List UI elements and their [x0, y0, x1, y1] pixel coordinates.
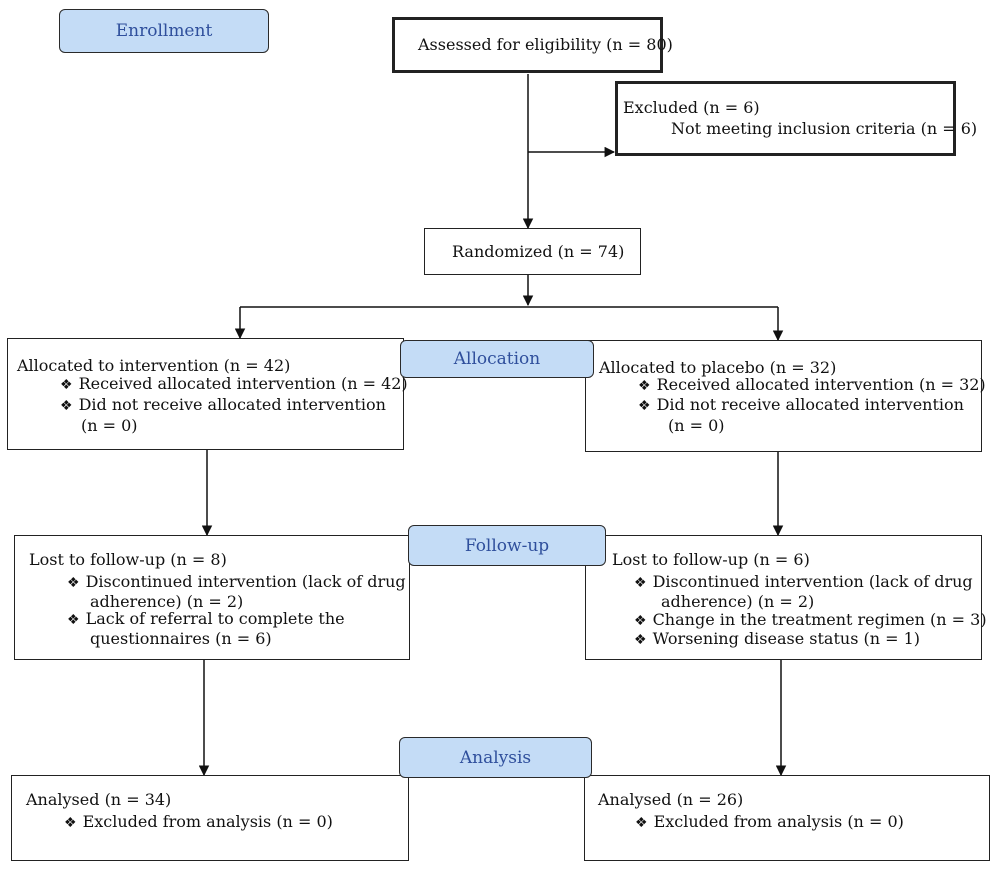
intervention-analysis-box: Analysed (n = 34) Excluded from analysis… — [11, 775, 409, 861]
assessed-box: Assessed for eligibility (n = 80) — [392, 17, 673, 73]
randomized-box: Randomized (n = 74) — [424, 228, 641, 275]
placebo-analysed-text: Analysed (n = 26) — [598, 790, 744, 809]
intervention-received-item: Received allocated intervention (n = 42) — [60, 374, 408, 395]
stage-enrollment: Enrollment — [59, 9, 269, 53]
placebo-analysis-box: Analysed (n = 26) Excluded from analysis… — [584, 775, 990, 861]
intervention-lost-text: Lost to follow-up (n = 8) — [29, 550, 227, 569]
placebo-lost-reason-1: Discontinued intervention (lack of drug — [634, 572, 973, 593]
intervention-lost-reason-1-cont: adherence) (n = 2) — [90, 592, 244, 611]
placebo-not-received-item: Did not receive allocated intervention — [638, 395, 964, 416]
placebo-allocation-box: Allocated to placebo (n = 32) Received a… — [585, 340, 986, 452]
stage-follow-up: Follow-up — [408, 525, 606, 566]
intervention-lost-reason-1: Discontinued intervention (lack of drug — [67, 572, 406, 593]
intervention-not-received-n: (n = 0) — [81, 416, 138, 435]
placebo-lost-reason-1-cont: adherence) (n = 2) — [661, 592, 815, 611]
excluded-reason: Not meeting inclusion criteria (n = 6) — [671, 119, 978, 138]
stage-allocation: Allocation — [400, 340, 594, 378]
placebo-lost-reason-3: Worsening disease status (n = 1) — [634, 629, 920, 650]
assessed-text: Assessed for eligibility (n = 80) — [418, 35, 673, 54]
intervention-allocation-box: Allocated to intervention (n = 42) Recei… — [7, 338, 408, 450]
intervention-followup-box: Lost to follow-up (n = 8) Discontinued i… — [14, 535, 410, 660]
placebo-excluded-analysis-item: Excluded from analysis (n = 0) — [635, 812, 904, 833]
intervention-analysed-text: Analysed (n = 34) — [26, 790, 172, 809]
excluded-box: Excluded (n = 6) Not meeting inclusion c… — [615, 81, 977, 156]
placebo-received-item: Received allocated intervention (n = 32) — [638, 375, 986, 396]
intervention-lost-reason-2: Lack of referral to complete the — [67, 609, 345, 630]
stage-analysis-label: Analysis — [459, 747, 532, 768]
stage-follow-up-label: Follow-up — [464, 535, 550, 556]
intervention-excluded-analysis-item: Excluded from analysis (n = 0) — [64, 812, 333, 833]
intervention-allocated-text: Allocated to intervention (n = 42) — [17, 356, 291, 375]
stage-allocation-label: Allocation — [453, 349, 541, 369]
stage-analysis: Analysis — [399, 737, 592, 778]
stage-enrollment-label: Enrollment — [115, 21, 213, 41]
placebo-allocated-text: Allocated to placebo (n = 32) — [599, 358, 837, 377]
excluded-title: Excluded (n = 6) — [623, 98, 760, 117]
randomized-text: Randomized (n = 74) — [452, 242, 625, 261]
placebo-followup-box: Lost to follow-up (n = 6) Discontinued i… — [585, 535, 987, 660]
placebo-lost-reason-2: Change in the treatment regimen (n = 3) — [634, 610, 987, 631]
placebo-not-received-n: (n = 0) — [668, 416, 725, 435]
intervention-lost-reason-2-cont: questionnaires (n = 6) — [90, 629, 272, 648]
intervention-not-received-item: Did not receive allocated intervention — [60, 395, 386, 416]
placebo-lost-text: Lost to follow-up (n = 6) — [612, 550, 810, 569]
